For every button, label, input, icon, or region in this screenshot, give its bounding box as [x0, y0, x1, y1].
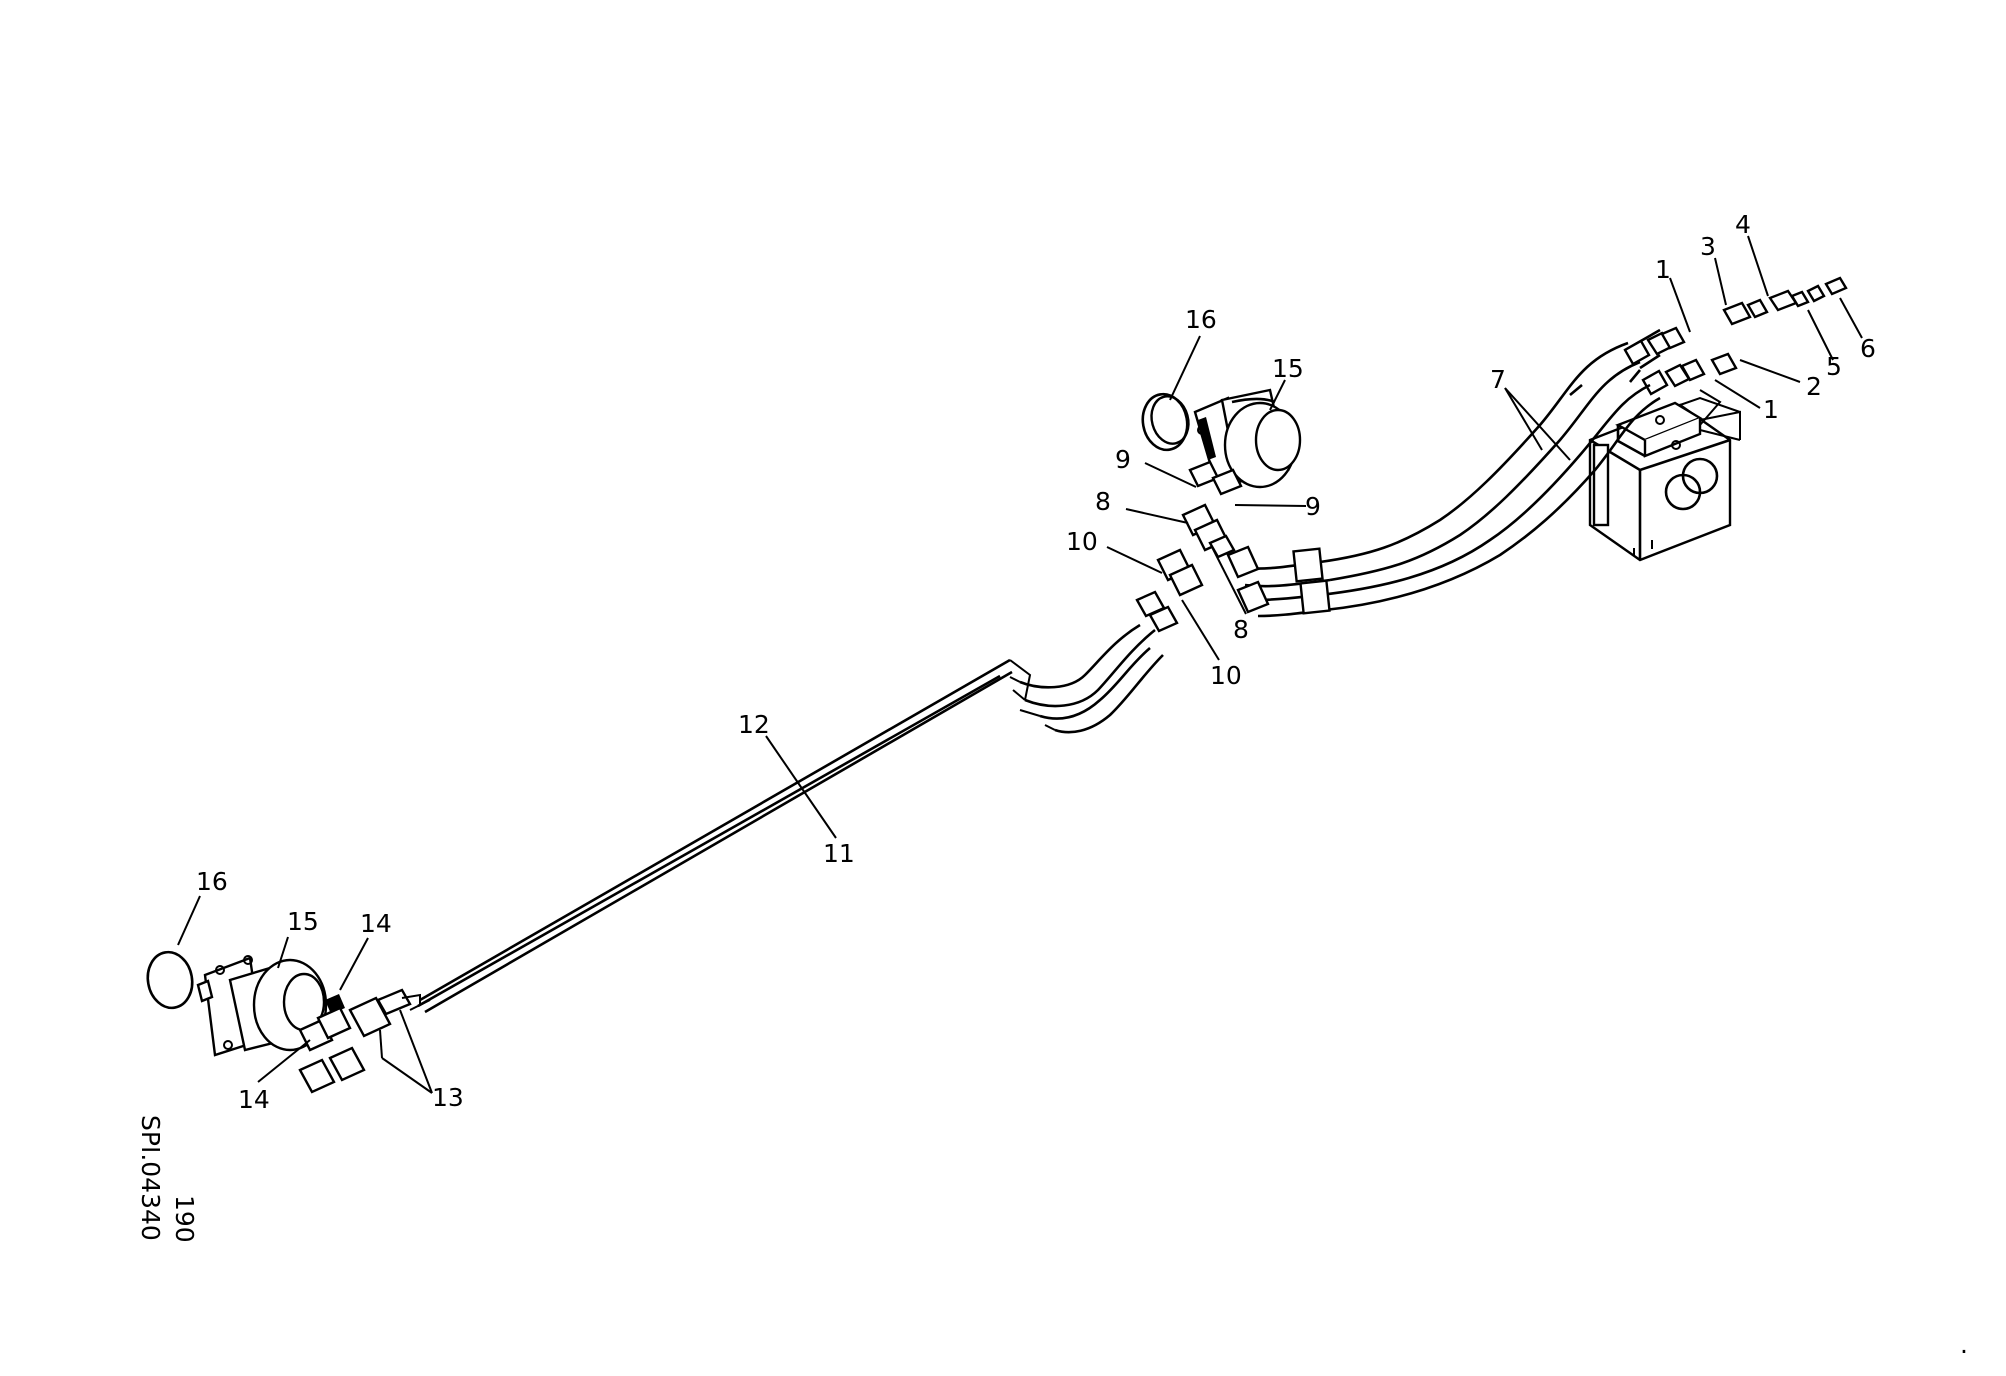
drawing-reference: SPI.04340 190	[136, 1115, 199, 1243]
callout-11: 11	[823, 839, 855, 868]
callout-14-bottom: 14	[238, 1085, 270, 1114]
callout-7: 7	[1490, 365, 1506, 394]
callout-1-bottom: 1	[1763, 395, 1779, 424]
callout-16-upper: 16	[1185, 305, 1217, 334]
callout-labels: 1 3 4 2 1 5 6 7 16 15 9 9 8 8 10 10 12 1…	[196, 210, 1876, 1114]
callout-10-left: 10	[1066, 527, 1098, 556]
drawing-page-number: 190	[170, 1195, 199, 1243]
control-valve-block	[1588, 396, 1741, 562]
callout-5: 5	[1826, 352, 1842, 381]
callout-4: 4	[1735, 210, 1751, 239]
tee-fittings	[1135, 503, 1236, 633]
callout-14-top: 14	[360, 909, 392, 938]
drawing-ref-code: SPI.04340	[136, 1115, 165, 1241]
callout-15-upper: 15	[1272, 354, 1304, 383]
o-ring-upper	[1141, 392, 1189, 452]
callout-3: 3	[1700, 232, 1716, 261]
callout-12: 12	[738, 710, 770, 739]
callout-2: 2	[1806, 372, 1822, 401]
callout-8-left: 8	[1095, 487, 1111, 516]
callout-16-lower: 16	[196, 867, 228, 896]
callout-6: 6	[1860, 334, 1876, 363]
callout-10-right: 10	[1210, 661, 1242, 690]
corner-mark: .	[1960, 1330, 1968, 1359]
callout-9-left: 9	[1115, 445, 1131, 474]
leader-lines	[177, 235, 1863, 1094]
lower-motor	[196, 955, 431, 1094]
callout-15-lower: 15	[287, 907, 319, 936]
callout-8-right: 8	[1233, 615, 1249, 644]
valve-fittings	[1623, 276, 1848, 441]
hoses-7	[1226, 341, 1661, 618]
upper-motor	[1150, 388, 1302, 496]
o-ring-lower	[146, 950, 194, 1010]
callout-13: 13	[432, 1083, 464, 1112]
hoses-and-pipes	[417, 623, 1164, 1014]
callout-9-right: 9	[1305, 492, 1321, 521]
callout-1-top: 1	[1655, 255, 1671, 284]
